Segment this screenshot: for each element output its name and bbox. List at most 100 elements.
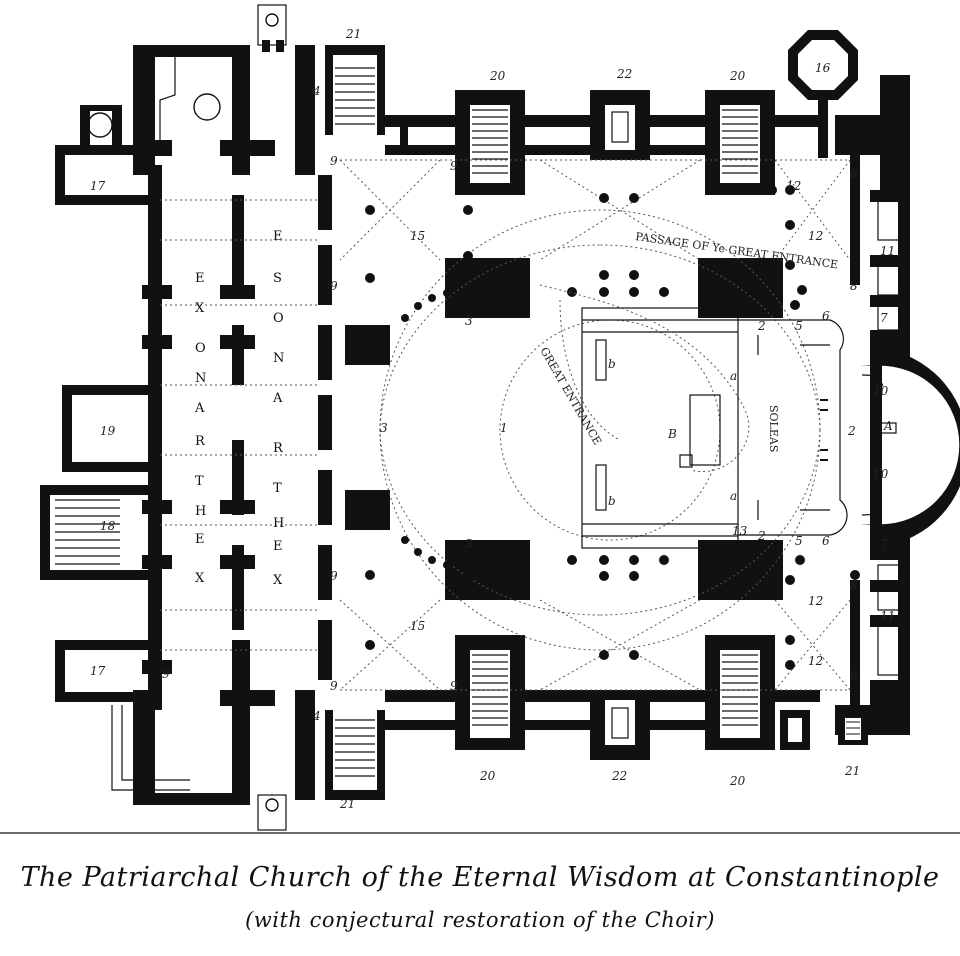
aisle-vaults (160, 159, 851, 691)
stair-21-sw (325, 710, 385, 800)
label-20: 20 (729, 774, 746, 788)
label-18: 18 (100, 519, 116, 533)
exonarthex-letter: A (194, 401, 205, 416)
south-buttresses (385, 635, 820, 760)
label-15: 15 (410, 229, 425, 243)
esonarthex-letter: A (272, 391, 283, 406)
exonarthex-letter: T (195, 474, 205, 489)
caption-subtitle: (with conjectural restoration of the Cho… (245, 908, 715, 932)
label-2: 2 (757, 319, 766, 333)
label-8: 8 (850, 279, 858, 293)
label-12: 12 (808, 229, 823, 243)
north-buttresses (385, 90, 820, 195)
floor-plan: E S O N A R T H E X E X O N A R T H E X … (0, 4, 960, 834)
exonarthex-letter: X (195, 571, 205, 586)
label-21: 21 (345, 27, 361, 41)
label-20: 20 (479, 769, 496, 783)
label-5: 5 (795, 319, 803, 333)
label-12: 12 (786, 179, 801, 193)
label-5: 5 (795, 534, 803, 548)
label-22: 22 (611, 769, 627, 783)
exonarthex-outline (159, 57, 176, 140)
exonarthex-letter: H (195, 504, 207, 519)
east-vestibules (838, 199, 901, 745)
label-10: 10 (873, 384, 889, 398)
esonarthex-walls (295, 45, 332, 800)
label-alpha: a (730, 489, 737, 503)
label-17: 17 (90, 179, 106, 193)
esonarthex-letter: R (273, 441, 284, 456)
label-12: 12 (808, 654, 823, 668)
altar-a (875, 422, 897, 434)
esonarthex-letter: E (273, 539, 284, 554)
great-entrance-label: GREAT ENTRANCE (537, 345, 604, 447)
label-beta: b (608, 357, 616, 371)
label-12: 12 (808, 594, 823, 608)
great-piers (345, 258, 783, 600)
label-21: 21 (339, 797, 355, 811)
label-7: 7 (880, 537, 888, 551)
label-8: 8 (850, 669, 858, 683)
label-21: 21 (844, 764, 860, 778)
exonarthex-letter: E (195, 271, 206, 286)
stair-21-nw (325, 45, 385, 135)
caption-title: The Patriarchal Church of the Eternal Wi… (20, 862, 940, 893)
porches (257, 4, 287, 831)
label-9: 9 (330, 569, 338, 583)
label-20: 20 (489, 69, 506, 83)
exonarthex-letter: O (195, 341, 207, 356)
esonarthex-letter: E (273, 229, 284, 244)
esonarthex-letter: S (273, 271, 283, 286)
esonarthex-letter: T (273, 481, 283, 496)
label-10: 10 (873, 467, 889, 481)
label-9: 9 (330, 279, 338, 293)
label-4: 4 (312, 709, 321, 723)
esonarthex-letter: O (273, 311, 285, 326)
label-9: 9 (330, 154, 338, 168)
exonarthex-letter: X (195, 301, 205, 316)
columns (365, 185, 883, 670)
label-4: 4 (312, 84, 321, 98)
label-7: 7 (880, 311, 888, 325)
label-9: 9 (162, 667, 170, 681)
label-1: 1 (500, 421, 508, 435)
label-9: 9 (450, 159, 458, 173)
label-9: 9 (330, 679, 338, 693)
label-beta: b (608, 494, 616, 508)
label-13: 13 (732, 524, 748, 538)
label-2: 2 (847, 424, 856, 438)
label-11: 11 (880, 609, 895, 623)
label-alpha: a (730, 369, 737, 383)
esonarthex-letter: N (273, 351, 285, 366)
ambo-b (689, 394, 721, 466)
label-b: B (667, 427, 677, 441)
label-17: 17 (90, 664, 106, 678)
exonarthex-letter: E (195, 532, 206, 547)
label-22: 22 (616, 67, 632, 81)
exonarthex-letter: N (195, 371, 207, 386)
esonarthex-letter: H (273, 516, 285, 531)
label-3: 3 (380, 421, 388, 435)
label-6: 6 (822, 534, 830, 548)
north-annex-well (87, 112, 113, 138)
label-15: 15 (410, 619, 425, 633)
label-9: 9 (450, 679, 458, 693)
label-20: 20 (729, 69, 746, 83)
label-a: A (883, 419, 893, 433)
north-round-well (193, 93, 221, 121)
label-8: 8 (850, 579, 858, 593)
label-16: 16 (815, 61, 831, 75)
label-3: 3 (465, 314, 473, 328)
choir (539, 284, 848, 549)
exonarthex-walls (133, 45, 275, 805)
soleas-label: SOLEAS (767, 405, 780, 452)
label-3: 3 (465, 537, 473, 551)
exonarthex-letter: R (195, 434, 206, 449)
label-8: 8 (850, 167, 858, 181)
label-11: 11 (880, 244, 895, 258)
label-6: 6 (822, 309, 830, 323)
esonarthex-letter: X (273, 573, 283, 588)
south-ramp (111, 705, 190, 791)
west-annexes (40, 105, 152, 702)
